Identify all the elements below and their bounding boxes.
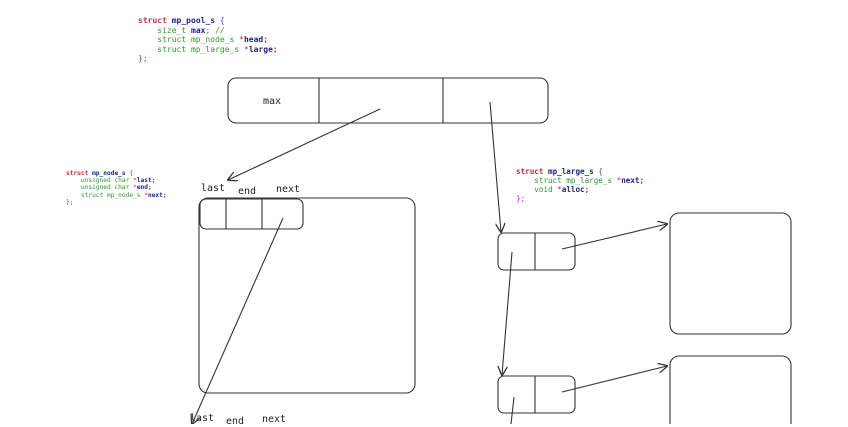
large-node-2 [497, 375, 576, 414]
node2-label-end: end [226, 416, 245, 427]
struct-header: struct mp_node_s { [66, 170, 134, 177]
large-alloc-arrow [561, 224, 667, 250]
struct-field: struct mp_node_s *next; [80, 191, 167, 199]
struct-header: struct mp_large_s { [516, 167, 603, 176]
struct-close: }; [138, 54, 148, 63]
large-pointer-arrow [489, 101, 501, 232]
node2-label-next: next [262, 414, 287, 425]
large-next-arrow [510, 396, 515, 424]
node-label-next: next [276, 184, 301, 195]
struct-field: struct mp_large_s *next; [534, 176, 645, 185]
large-node-1 [497, 232, 576, 271]
large-next-arrow [502, 251, 513, 375]
large-alloc-block-2 [669, 355, 792, 424]
node-header [199, 198, 304, 230]
struct-mp-node-s-code: struct mp_node_s { unsigned char *last; … [66, 170, 167, 206]
struct-field: unsigned char *last; [80, 177, 156, 185]
struct-field: struct mp_large_s *large; [157, 44, 278, 54]
node2-label-last: last [190, 413, 215, 424]
struct-field: void *alloc; [534, 185, 590, 194]
node-next-arrow [192, 217, 284, 424]
pool-box [227, 77, 549, 124]
struct-close: }; [516, 194, 526, 203]
head-pointer-arrow [228, 108, 381, 180]
struct-mp-pool-s-code: struct mp_pool_s { size_t max; // struct… [138, 16, 278, 64]
struct-field: struct mp_node_s *head; [157, 35, 269, 44]
struct-field: unsigned char *end; [80, 184, 152, 192]
large-alloc-block-1 [669, 212, 792, 335]
struct-close: }; [66, 198, 74, 206]
pool-cell-max-label: max [263, 96, 282, 107]
node-label-end: end [238, 186, 257, 197]
node-label-last: last [201, 183, 226, 194]
node-memory-block [198, 197, 416, 394]
struct-header: struct mp_pool_s { [138, 16, 225, 25]
struct-mp-large-s-code: struct mp_large_s { struct mp_large_s *n… [516, 167, 644, 203]
struct-field: size_t max; // [157, 25, 225, 35]
large-alloc-arrow [561, 366, 667, 393]
